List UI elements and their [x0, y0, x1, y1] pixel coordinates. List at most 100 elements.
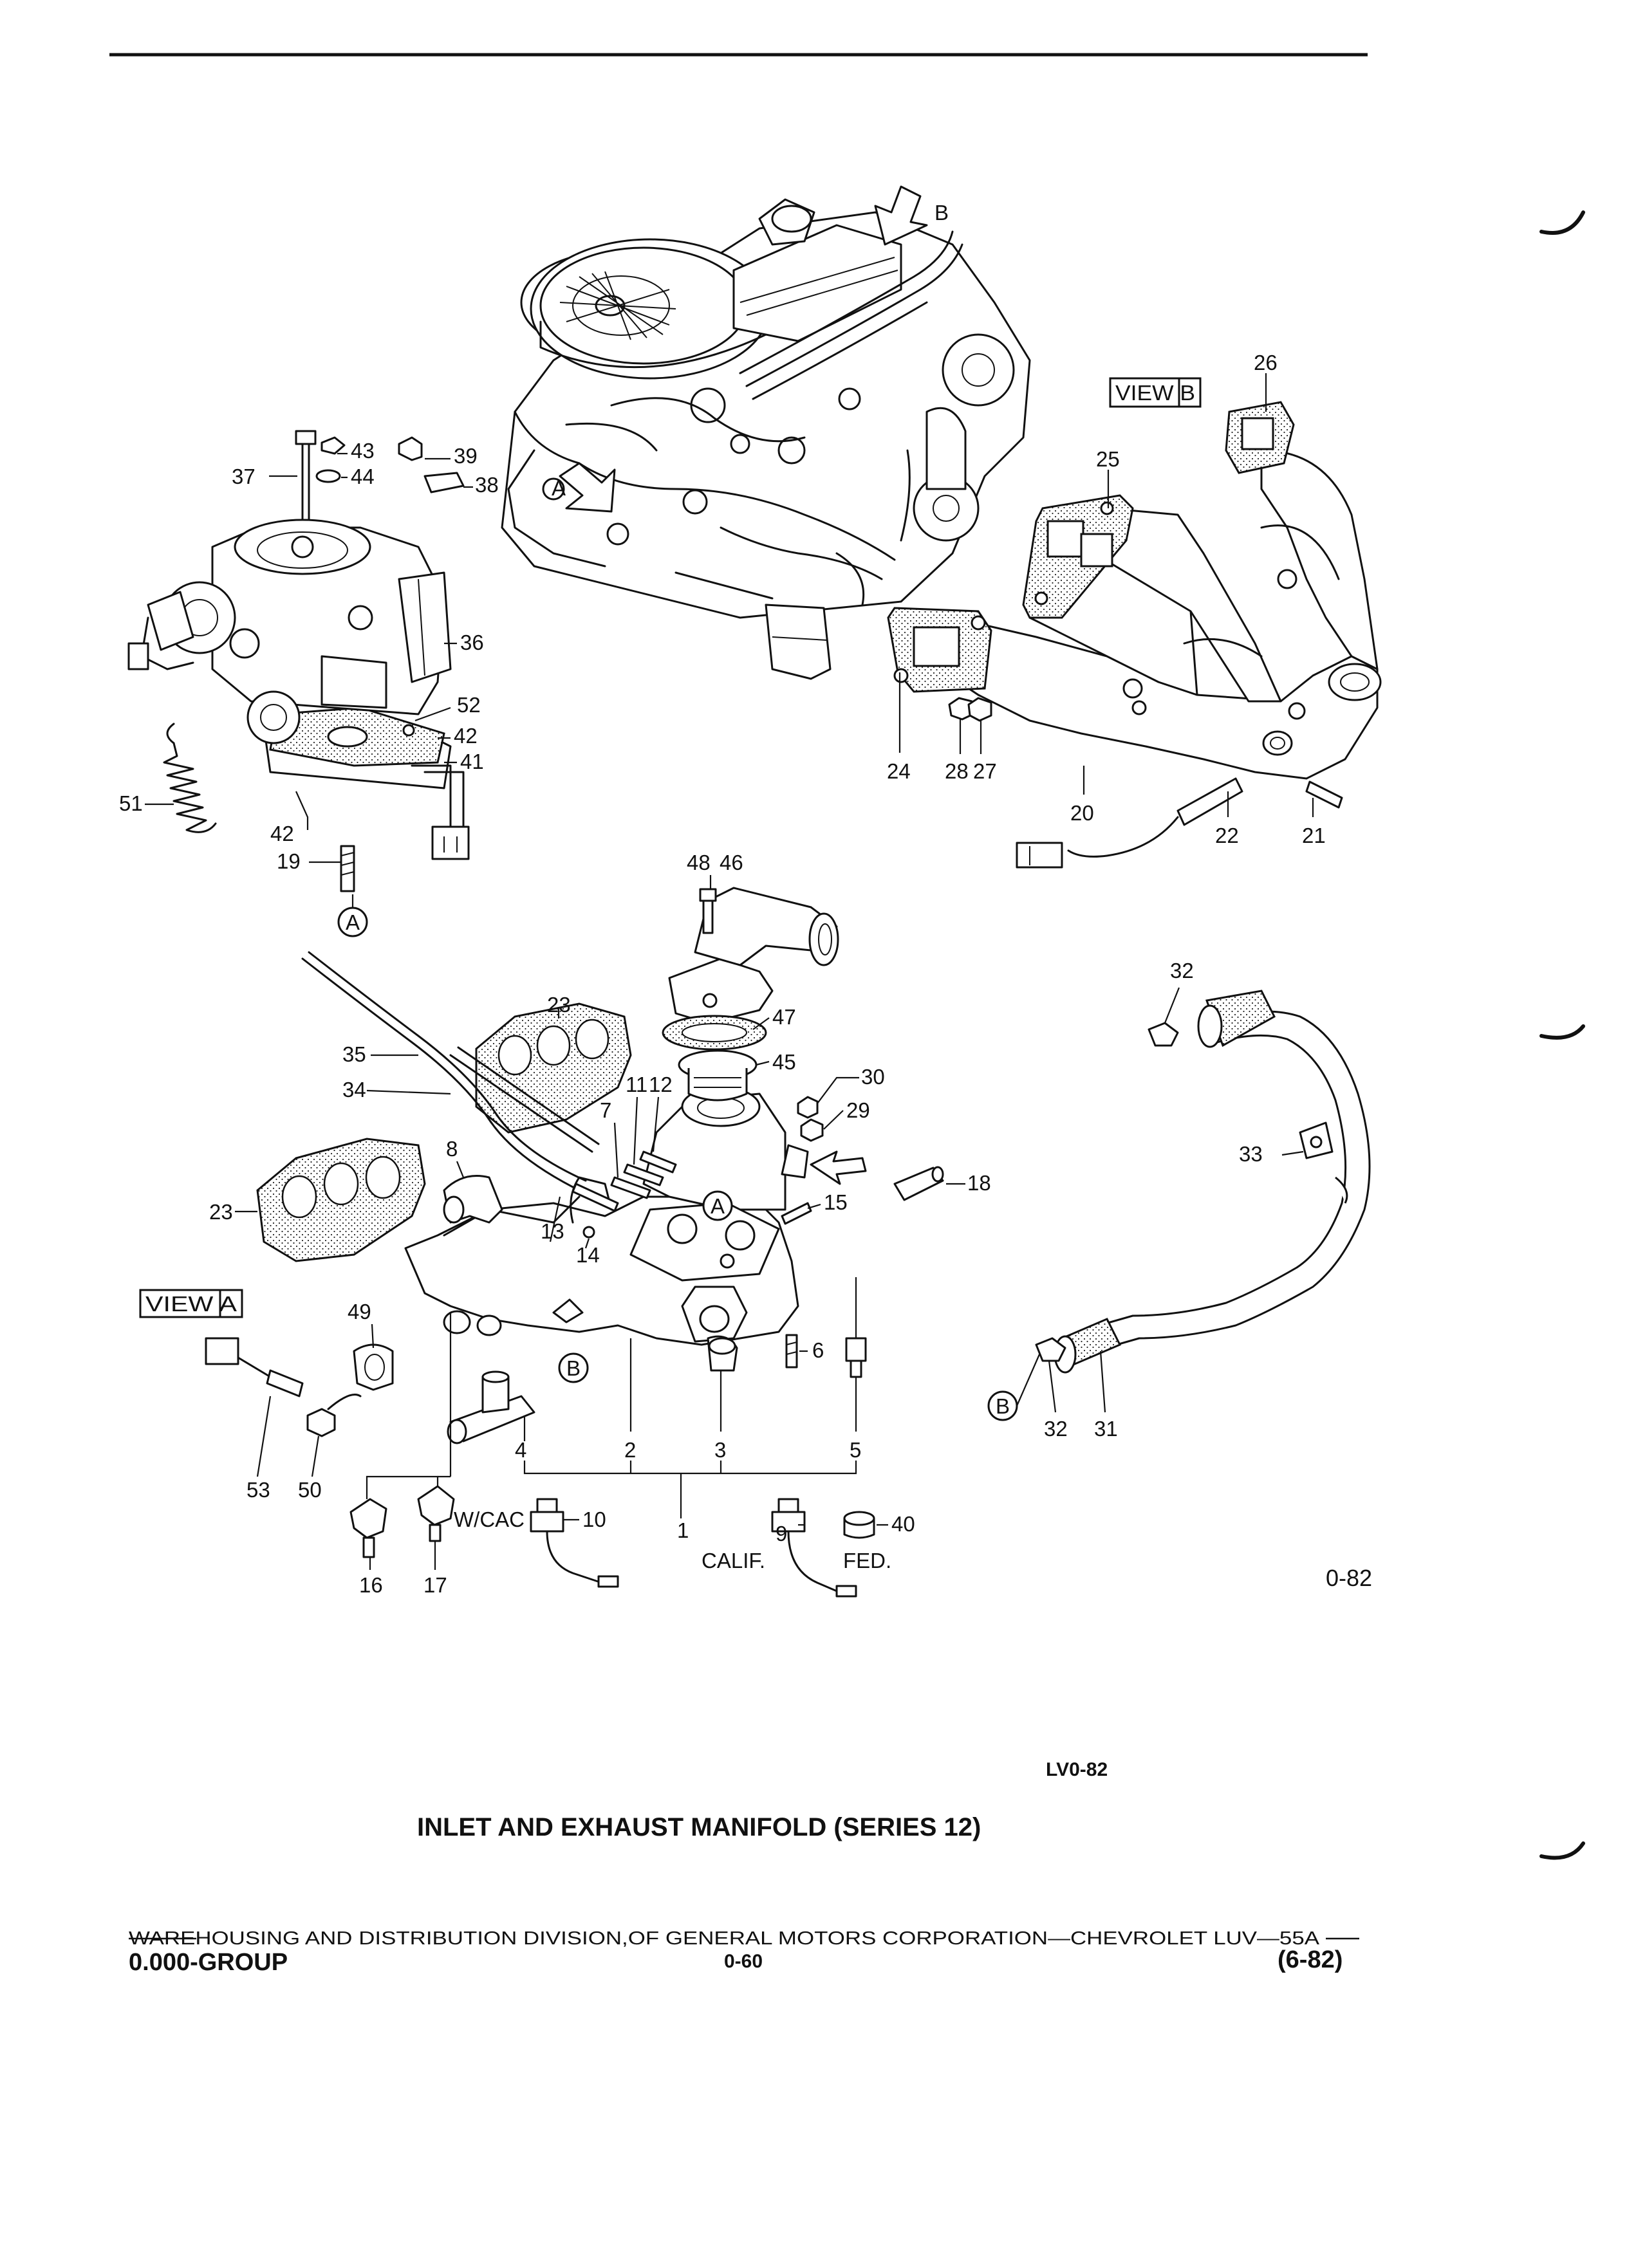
part-number: 41	[460, 750, 484, 773]
heater-pipe-and-hoses	[1035, 990, 1371, 1374]
bolt-48	[699, 888, 717, 934]
view-a-box: VIEW A	[139, 1289, 243, 1318]
part-number: 4	[515, 1438, 526, 1462]
part-number: 29	[846, 1098, 870, 1122]
temp-sender-10	[530, 1498, 619, 1588]
nuts-29-30	[797, 1096, 824, 1142]
view-arrow-b-engine: B	[874, 185, 949, 246]
part-number: 18	[967, 1171, 991, 1195]
oxygen-sensor	[1016, 777, 1243, 869]
part-number: 27	[973, 759, 997, 783]
ref-letter-b: B	[934, 201, 949, 225]
part-number: 14	[576, 1243, 600, 1267]
part-number: 47	[772, 1005, 796, 1029]
part-number: 26	[1254, 351, 1278, 374]
part-number: 49	[348, 1300, 371, 1323]
inlet-gasket-23-lower	[256, 1138, 426, 1262]
part-number: 17	[423, 1573, 447, 1597]
ref-letter-a: A	[552, 476, 566, 500]
exhaust-stud-21	[1305, 780, 1343, 809]
part-number: 16	[359, 1573, 383, 1597]
svg-text:B: B	[566, 1356, 581, 1380]
part-number: 20	[1070, 801, 1094, 825]
exhaust-gasket-25	[1022, 494, 1134, 619]
inlet-gasket-23-upper	[475, 1002, 632, 1134]
part-number: 46	[720, 851, 743, 874]
part-number: 11	[626, 1073, 647, 1096]
leader-lines	[145, 373, 1314, 1570]
part-number: 36	[460, 631, 484, 654]
part-number: 37	[232, 465, 256, 488]
part-number: 22	[1215, 824, 1239, 847]
binder-marks	[1539, 210, 1585, 1860]
svg-text:A: A	[346, 910, 360, 934]
view-a-sensor-parts	[205, 1337, 394, 1437]
part-number: 34	[342, 1078, 366, 1102]
part-number: 13	[541, 1219, 564, 1243]
group-label: 0.000-GROUP	[129, 1949, 288, 1976]
wcac-label: W/CAC	[454, 1507, 525, 1531]
temp-sender-9	[771, 1498, 857, 1598]
tee-fitting-4	[447, 1370, 535, 1444]
direction-arrow	[810, 1150, 867, 1185]
exhaust-gasket-26	[1225, 401, 1295, 474]
part-number: 24	[887, 759, 911, 783]
exhaust-gasket-24	[887, 607, 992, 693]
thermostat-45	[678, 1049, 758, 1102]
part-number: 42	[454, 724, 478, 748]
part-number: 35	[342, 1042, 366, 1066]
part-number: 40	[891, 1512, 915, 1536]
ref-circle-b-manifold: B	[558, 1352, 589, 1383]
throttle-return-spring	[163, 723, 217, 833]
part-number: 33	[1239, 1142, 1263, 1166]
thermostat-gasket-47	[662, 1015, 767, 1051]
part-number: 50	[298, 1478, 322, 1502]
footer-line: WAREHOUSING AND DISTRIBUTION DIVISION,OF…	[129, 1928, 1320, 1949]
part-number: 53	[246, 1478, 270, 1502]
part-number: 31	[1094, 1417, 1118, 1441]
inlet-manifold-illustration	[404, 1086, 809, 1346]
ref-circle-b-hose: B	[987, 1390, 1018, 1421]
part-number: 19	[277, 849, 301, 873]
part-numbers: 37 43 44 39 38 36 52 42 41 51 42 19 26 2…	[119, 351, 1326, 1597]
part-number: 3	[714, 1438, 726, 1462]
calif-label: CALIF.	[702, 1549, 765, 1572]
part-number: 44	[351, 465, 375, 488]
studs-and-fittings	[552, 1150, 944, 1378]
part-number: 2	[624, 1438, 636, 1462]
fed-label: FED.	[843, 1549, 891, 1572]
thermostat-housing	[668, 887, 839, 1024]
part-number: 42	[270, 822, 294, 845]
part-number: 10	[582, 1507, 606, 1531]
part-number: 1	[677, 1518, 689, 1542]
part-number: 32	[1170, 959, 1194, 982]
part-number: 52	[457, 693, 481, 717]
view-b-label: VIEW B	[1115, 381, 1195, 405]
revision-date: (6-82)	[1278, 1946, 1343, 1973]
part-number: 15	[824, 1190, 848, 1214]
part-number: 38	[475, 473, 499, 497]
carb-small-parts	[315, 436, 465, 892]
view-arrow-a-engine: A	[552, 462, 616, 513]
part-number: 48	[687, 851, 711, 874]
figure-title: INLET AND EXHAUST MANIFOLD (SERIES 12)	[417, 1813, 981, 1841]
part-number: 25	[1096, 447, 1120, 471]
part-number: 6	[812, 1338, 824, 1362]
ref-circle-a-manifold: A	[702, 1190, 733, 1221]
nuts-27-28	[948, 697, 992, 722]
part-number: 5	[850, 1438, 861, 1462]
svg-text:B: B	[996, 1394, 1010, 1418]
part-number: 45	[772, 1050, 796, 1074]
connector-16	[349, 1498, 387, 1558]
part-number: 32	[1044, 1417, 1068, 1441]
part-number: 8	[446, 1137, 458, 1161]
carburetor-illustration	[127, 430, 470, 860]
part-number: 28	[945, 759, 969, 783]
part-number: 9	[776, 1522, 787, 1545]
view-a-label: VIEW A	[145, 1292, 237, 1316]
figure-code: 0-82	[1326, 1565, 1372, 1591]
engine-assembly-illustration	[501, 198, 1031, 680]
reference-code: LV0-82	[1046, 1759, 1108, 1780]
